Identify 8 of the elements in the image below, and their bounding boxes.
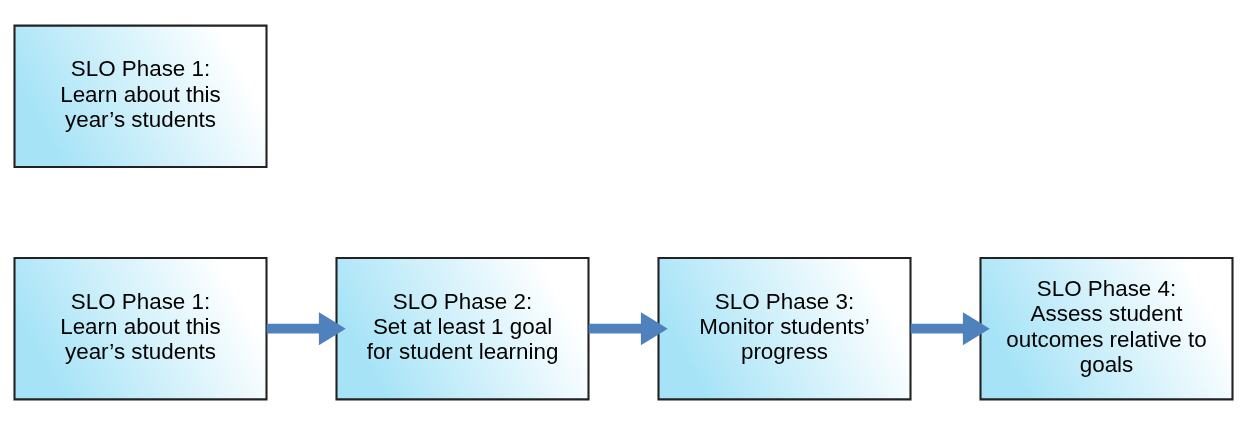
arrow — [266, 311, 346, 345]
node-box: SLO Phase 3: Monitor students’ progress — [657, 256, 912, 400]
node-box: SLO Phase 4: Assess student outcomes relative to goals — [979, 256, 1234, 400]
arrow — [910, 311, 990, 345]
node-box: SLO Phase 1: Learn about this year’s students — [13, 256, 268, 400]
node-box: SLO Phase 1: Learn about this year’s students — [13, 24, 268, 168]
arrow — [588, 311, 668, 345]
node-box: SLO Phase 2: Set at least 1 goal for student learning — [335, 256, 590, 400]
